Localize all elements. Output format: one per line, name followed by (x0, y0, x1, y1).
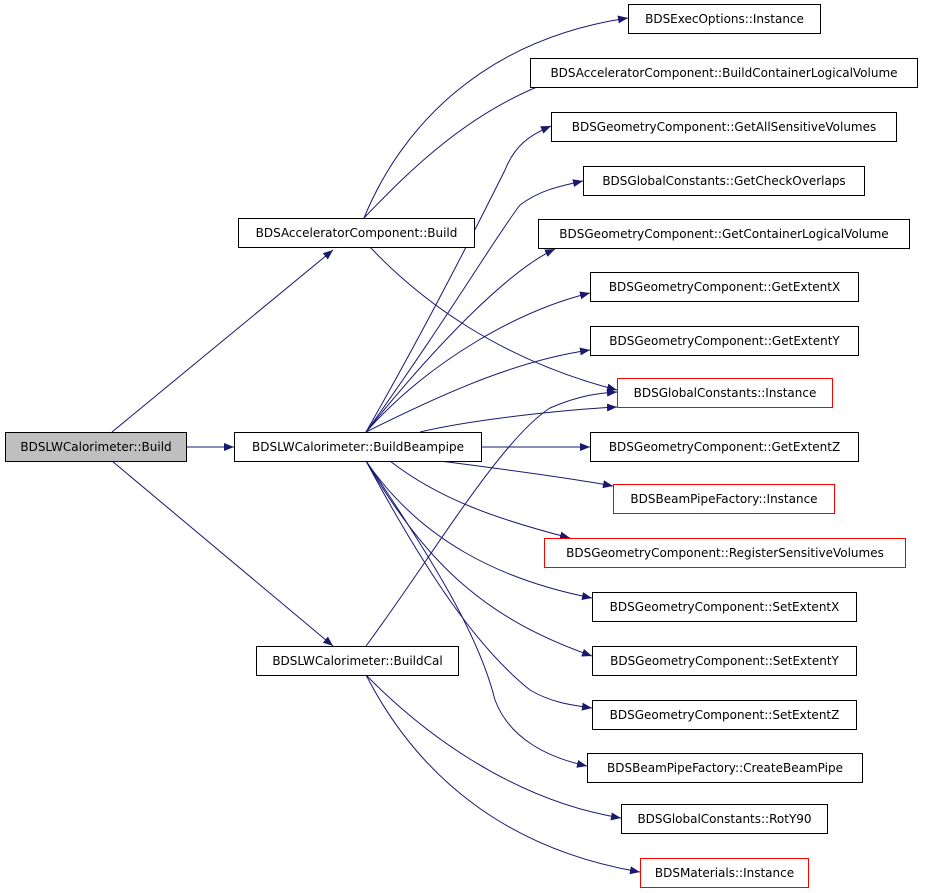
node-label: BDSLWCalorimeter::BuildBeampipe (252, 440, 464, 454)
edge-n2-to-n8 (365, 248, 556, 433)
node-label: BDSAcceleratorComponent::Build (256, 226, 458, 240)
graph-node[interactable]: BDSGeometryComponent::GetExtentZ (590, 432, 859, 462)
node-box (544, 538, 906, 568)
edge-n2-to-n11 (419, 403, 618, 433)
edge-n2-to-n7 (365, 179, 584, 433)
node-box (530, 58, 918, 88)
edge-n2-to-n10 (365, 347, 591, 433)
graph-node[interactable]: BDSLWCalorimeter::BuildBeampipe (234, 432, 482, 462)
graph-node[interactable]: BDSBeamPipeFactory::Instance (613, 484, 835, 514)
node-box (640, 858, 809, 888)
node-box (234, 432, 482, 462)
node-label: BDSLWCalorimeter::Build (20, 440, 171, 454)
edge-n2-to-n15 (365, 460, 593, 601)
edge-n2-to-n13 (439, 460, 614, 489)
node-label: BDSGlobalConstants::GetCheckOverlaps (602, 174, 845, 188)
node-box (583, 166, 865, 196)
node-label: BDSGeometryComponent::SetExtentY (610, 654, 839, 668)
graph-node[interactable]: BDSLWCalorimeter::BuildCal (256, 646, 459, 676)
node-label: BDSLWCalorimeter::BuildCal (272, 654, 442, 668)
graph-node[interactable]: BDSGeometryComponent::SetExtentZ (592, 700, 857, 730)
node-label: BDSMaterials::Instance (655, 866, 794, 880)
node-box (617, 378, 833, 408)
nodes-layer: BDSLWCalorimeter::Build BDSAcceleratorCom… (5, 4, 918, 888)
edge-n3-to-n20 (365, 674, 641, 875)
edge-n3-to-n11 (365, 388, 618, 647)
graph-node[interactable]: BDSGeometryComponent::GetContainerLogica… (538, 219, 910, 249)
node-box (587, 753, 863, 783)
graph-node[interactable]: BDSBeamPipeFactory::CreateBeamPipe (587, 753, 863, 783)
node-box (538, 219, 910, 249)
graph-node[interactable]: BDSGlobalConstants::RotY90 (621, 804, 828, 834)
node-label: BDSGeometryComponent::SetExtentX (610, 600, 840, 614)
node-label: BDSGeometryComponent::GetExtentY (609, 334, 840, 348)
edge-n0-to-n1 (111, 249, 334, 433)
node-box (613, 484, 835, 514)
node-label: BDSGeometryComponent::GetContainerLogica… (559, 227, 888, 241)
graph-node[interactable]: BDSAcceleratorComponent::BuildContainerL… (530, 58, 918, 88)
node-box (5, 432, 187, 462)
edges-layer (111, 15, 641, 875)
node-label: BDSBeamPipeFactory::CreateBeamPipe (607, 761, 843, 775)
edge-n2-to-n18 (365, 460, 588, 768)
node-label: BDSGlobalConstants::RotY90 (637, 812, 811, 826)
node-label: BDSExecOptions::Instance (645, 12, 804, 26)
node-box (590, 272, 859, 302)
graph-node[interactable]: BDSGeometryComponent::GetAllSensitiveVol… (551, 112, 897, 142)
graph-node[interactable]: BDSGlobalConstants::GetCheckOverlaps (583, 166, 865, 196)
edge-n2-to-n17 (365, 460, 593, 711)
edge-n1-to-n5 (363, 79, 556, 219)
edge-n0-to-n3 (111, 460, 334, 647)
node-box (256, 646, 459, 676)
graph-node[interactable]: BDSMaterials::Instance (640, 858, 809, 888)
edge-n2-to-n14 (389, 460, 571, 540)
node-label: BDSAcceleratorComponent::BuildContainerL… (550, 66, 897, 80)
graph-node[interactable]: BDSGeometryComponent::RegisterSensitiveV… (544, 538, 906, 568)
edge-n3-to-n19 (365, 674, 622, 821)
graph-node[interactable]: BDSExecOptions::Instance (628, 4, 821, 34)
node-label: BDSGeometryComponent::GetExtentX (609, 280, 840, 294)
node-box (590, 432, 859, 462)
node-box (592, 592, 857, 622)
node-box (621, 804, 828, 834)
node-box (551, 112, 897, 142)
node-box (592, 700, 857, 730)
graph-node[interactable]: BDSLWCalorimeter::Build (5, 432, 187, 462)
edge-n2-to-n6 (365, 125, 552, 433)
node-label: BDSGeometryComponent::SetExtentZ (610, 708, 840, 722)
graph-node[interactable]: BDSGeometryComponent::GetExtentX (590, 272, 859, 302)
node-label: BDSGeometryComponent::GetExtentZ (609, 440, 840, 454)
node-label: BDSGlobalConstants::Instance (634, 386, 817, 400)
edge-n1-to-n11 (369, 246, 618, 392)
edge-n1-to-n4 (363, 15, 629, 219)
node-box (238, 218, 475, 248)
node-box (628, 4, 821, 34)
edge-n2-to-n9 (365, 291, 591, 433)
node-label: BDSBeamPipeFactory::Instance (630, 492, 817, 506)
graph-node[interactable]: BDSGeometryComponent::SetExtentX (592, 592, 857, 622)
node-box (592, 646, 857, 676)
node-box (590, 326, 859, 356)
edge-n2-to-n16 (365, 460, 593, 657)
graph-node[interactable]: BDSGeometryComponent::GetExtentY (590, 326, 859, 356)
node-label: BDSGeometryComponent::RegisterSensitiveV… (566, 546, 884, 560)
graph-node[interactable]: BDSGeometryComponent::SetExtentY (592, 646, 857, 676)
graph-node[interactable]: BDSAcceleratorComponent::Build (238, 218, 475, 248)
graph-node[interactable]: BDSGlobalConstants::Instance (617, 378, 833, 408)
node-label: BDSGeometryComponent::GetAllSensitiveVol… (572, 120, 877, 134)
